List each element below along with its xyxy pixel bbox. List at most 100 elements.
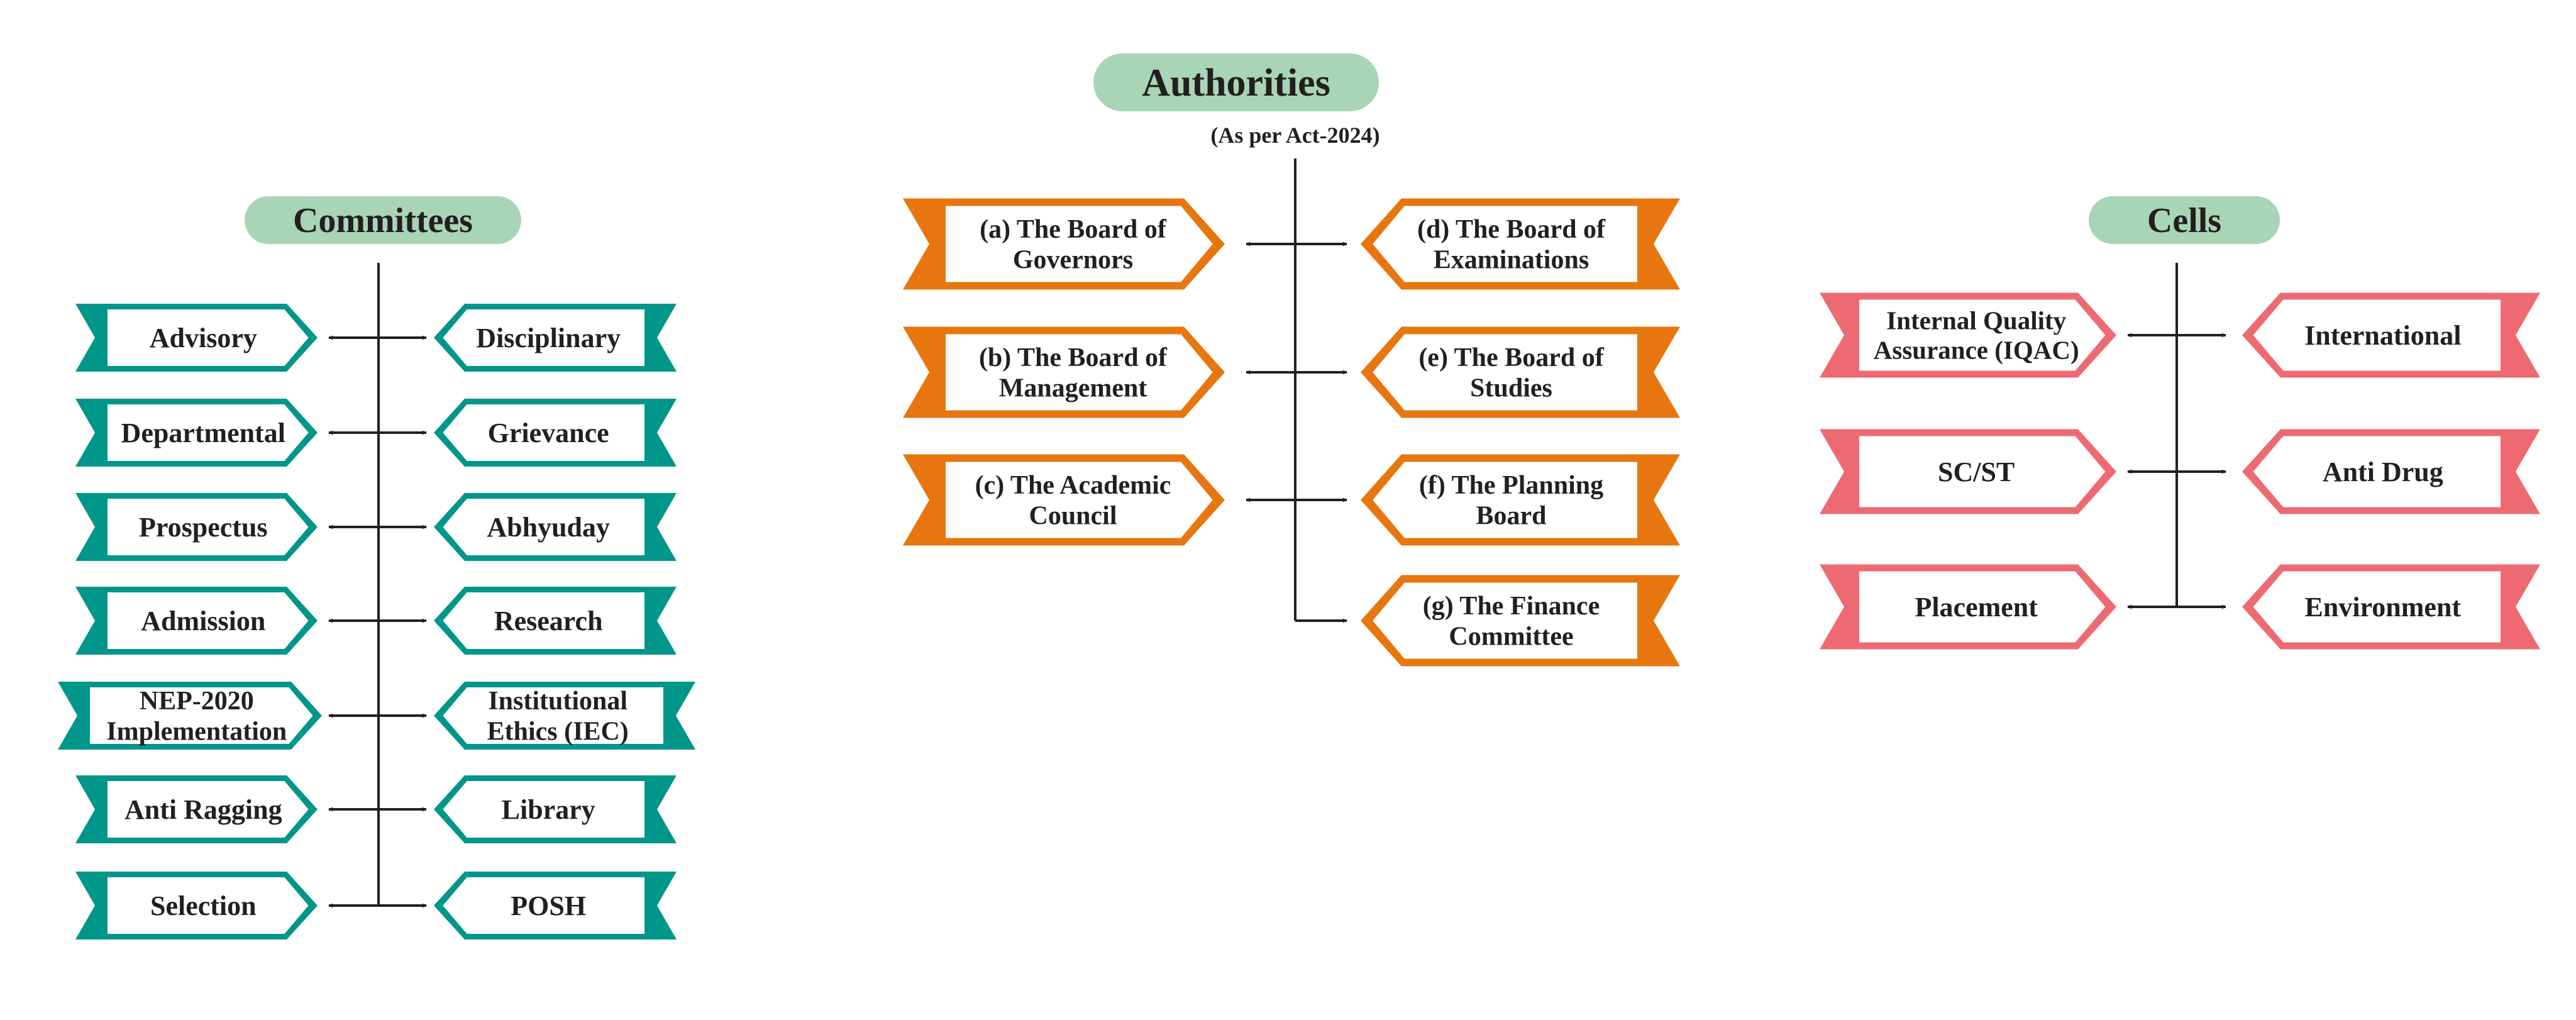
cell-placement: Placement (1820, 564, 2116, 650)
section-title: Committees (293, 201, 473, 240)
label-text: (a) The Board of (980, 215, 1167, 244)
committee-posh: POSH (434, 872, 677, 940)
label-text: POSH (511, 890, 586, 921)
label-body (1859, 436, 2106, 507)
committee-disciplinary: Disciplinary (434, 304, 677, 372)
section-header-pill (245, 196, 521, 244)
label-text: Research (494, 606, 603, 636)
label-text: Committee (1449, 622, 1573, 651)
label-text: NEP-2020 (140, 687, 254, 716)
cell-anti-drug: Anti Drug (2242, 429, 2540, 514)
label-text: (g) The Finance (1423, 592, 1600, 621)
label-text: Departmental (121, 418, 286, 448)
label-text: Implementation (106, 717, 287, 746)
label-body (108, 592, 309, 649)
label-text: Library (502, 794, 595, 825)
label-text: (d) The Board of (1417, 215, 1606, 244)
committee-advisory: Advisory (75, 304, 318, 372)
label-body (946, 206, 1213, 282)
label-text: Board (1476, 501, 1546, 530)
section-header-pill (2089, 196, 2280, 244)
label-text: Anti Drug (2323, 457, 2443, 487)
label-text: International (2304, 320, 2461, 351)
label-text: Placement (1915, 592, 2038, 623)
label-text: Abhyuday (487, 512, 610, 543)
label-text: Selection (150, 890, 257, 921)
label-text: SC/ST (1938, 457, 2015, 487)
label-body (443, 309, 644, 366)
label-body (2253, 299, 2501, 371)
label-body (90, 687, 313, 744)
section-header: Authorities (1093, 53, 1379, 111)
label-text: Internal Quality (1886, 306, 2066, 335)
label-text: Studies (1470, 374, 1552, 402)
label-text: Examinations (1434, 245, 1589, 274)
label-body (1373, 206, 1637, 282)
section-header: Cells (2089, 196, 2280, 244)
label-body (443, 877, 644, 934)
label-text: Prospectus (139, 512, 268, 543)
label-text: Ethics (IEC) (487, 717, 629, 746)
label-body (108, 309, 309, 366)
committee-departmental: Departmental (75, 399, 318, 467)
label-body (108, 404, 309, 461)
label-text: Disciplinary (476, 323, 621, 353)
label-text: (e) The Board of (1418, 343, 1604, 372)
label-text: Admission (141, 606, 265, 636)
section-header-pill (1093, 53, 1379, 111)
label-body (443, 592, 644, 649)
label-body (1373, 462, 1637, 538)
label-body (443, 499, 644, 555)
label-body (1859, 571, 2106, 643)
label-text: (f) The Planning (1419, 471, 1603, 500)
label-text: Advisory (150, 323, 257, 353)
section-title: Authorities (1142, 62, 1330, 104)
label-text: Environment (2305, 592, 2462, 623)
committee-abhyuday: Abhyuday (434, 493, 677, 561)
label-text: Governors (1013, 245, 1133, 274)
section-title: Cells (2147, 201, 2221, 240)
committee-selection: Selection (75, 872, 318, 940)
cell-international: International (2242, 292, 2540, 378)
section-header: Committees (245, 196, 521, 244)
label-body (108, 499, 309, 555)
label-body (946, 462, 1213, 538)
label-body (1859, 299, 2106, 371)
label-text: (c) The Academic (975, 471, 1171, 500)
label-text: Council (1029, 501, 1117, 530)
label-body (108, 877, 309, 934)
label-body (2253, 436, 2501, 507)
label-body (1373, 582, 1637, 659)
label-text: Anti Ragging (124, 794, 282, 825)
label-text: Institutional (488, 687, 627, 716)
committee-research: Research (434, 587, 677, 655)
label-body (1373, 334, 1637, 411)
label-text: Management (999, 374, 1147, 402)
committee-library: Library (434, 775, 677, 843)
committee-anti-ragging: Anti Ragging (75, 775, 318, 843)
label-body (443, 687, 663, 744)
committee-admission: Admission (75, 587, 318, 655)
committee-prospectus: Prospectus (75, 493, 318, 561)
label-text: (b) The Board of (979, 343, 1168, 372)
label-body (443, 404, 644, 461)
label-text: Assurance (IQAC) (1874, 336, 2079, 365)
label-body (108, 781, 309, 838)
label-body (2253, 571, 2501, 643)
label-body (946, 334, 1213, 411)
cell-environment: Environment (2242, 564, 2540, 650)
label-body (443, 781, 644, 838)
cell-sc-st: SC/ST (1820, 429, 2116, 514)
